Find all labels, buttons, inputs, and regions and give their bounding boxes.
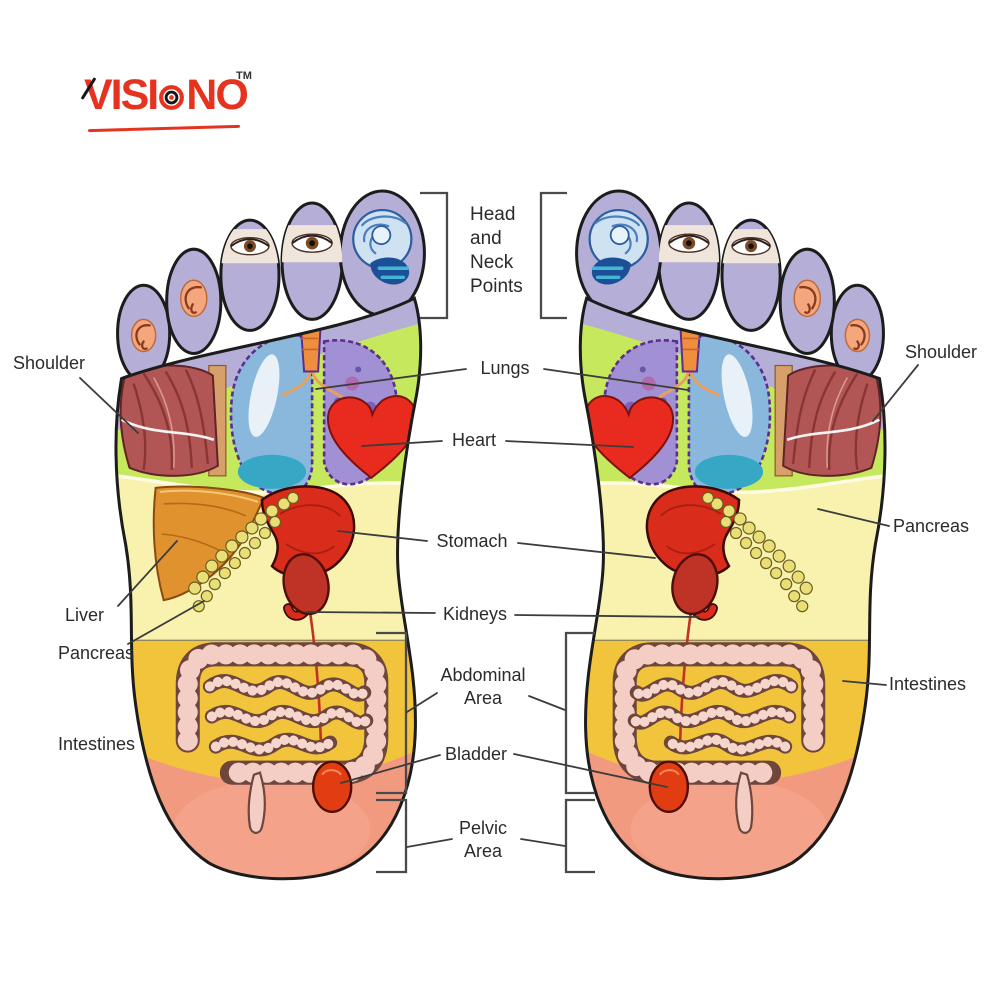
label-pancreas-right: Pancreas <box>893 516 970 536</box>
eye-icon <box>731 236 771 256</box>
eye-icon <box>291 233 333 253</box>
label-pancreas-left: Pancreas <box>58 643 135 663</box>
brand-logo: VISI NO TM <box>80 70 274 146</box>
brain-icon <box>588 208 649 285</box>
label-shoulder-left: Shoulder <box>13 353 86 373</box>
zone-upper-abdomen <box>580 474 886 641</box>
label-bladder: Bladder <box>444 744 508 764</box>
eye-icons-band <box>220 225 343 264</box>
pancreas-icon <box>188 491 300 613</box>
bladder-icon <box>311 760 353 813</box>
shoulder-muscle-icon <box>774 364 882 477</box>
ear-icon <box>793 279 822 318</box>
eye-icon <box>230 236 270 256</box>
foot-outline <box>578 296 887 881</box>
logo-underline <box>87 124 241 133</box>
bladder-icon <box>648 760 690 813</box>
trademark-symbol: TM <box>236 70 252 82</box>
label-head-neck-points: Head and Neck Points <box>470 204 523 297</box>
ear-icon <box>179 279 208 318</box>
brand-name-pre: VISI <box>84 71 159 119</box>
label-abdominal-area: Abdominal Area <box>440 665 526 708</box>
label-lungs: Lungs <box>480 358 530 378</box>
label-shoulder-right: Shoulder <box>905 342 978 362</box>
foot-left <box>114 189 426 881</box>
label-liver: Liver <box>65 605 105 625</box>
ear-icon <box>844 318 871 353</box>
label-intestines-left: Intestines <box>58 734 136 754</box>
brand-wordmark: VISI NO <box>84 71 249 119</box>
brand-name-post: NO <box>186 71 248 119</box>
ureter-line <box>308 612 323 751</box>
foot-right <box>575 189 887 881</box>
brain-icon <box>352 208 413 285</box>
label-intestines-right: Intestines <box>889 674 967 694</box>
ear-icon <box>130 318 157 353</box>
kidney-icon <box>671 553 719 616</box>
ureter-line <box>678 612 693 751</box>
label-heart: Heart <box>451 430 496 450</box>
label-stomach: Stomach <box>436 531 508 551</box>
label-kidneys: Kidneys <box>442 604 508 624</box>
eye-icon <box>668 233 710 253</box>
pancreas-icon <box>701 491 813 613</box>
label-pelvic-area: Pelvic Area <box>458 818 507 861</box>
bullseye-icon <box>159 85 185 110</box>
shoulder-muscle-icon <box>119 364 227 477</box>
